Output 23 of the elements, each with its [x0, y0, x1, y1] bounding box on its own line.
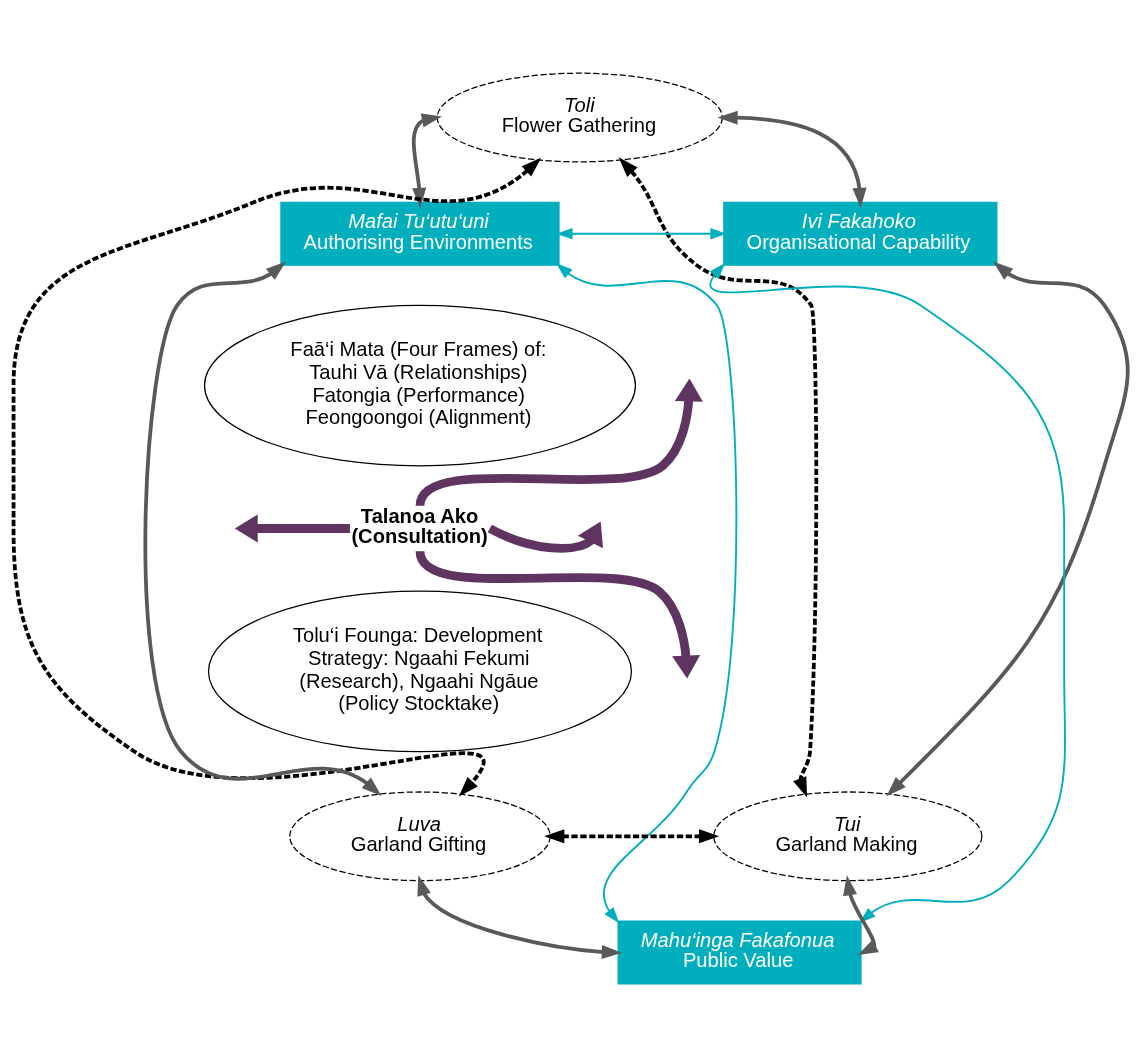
arrow [618, 156, 819, 798]
arrow [556, 227, 727, 239]
node-box: Mahu‘inga Fakafonua Public Value [617, 919, 862, 985]
node-box: Mafai Tu‘utu‘uni Authorising Environments [280, 201, 560, 266]
node-ellipse: Tolu‘i Founga: Development Strategy: Ngaahi Fekumi (Research), Ngaahi Ngāue (Policy Stocktake) [207, 590, 633, 752]
arrow [417, 874, 622, 959]
arrow [487, 521, 603, 553]
node-ellipse: Tui Garland Making [713, 790, 983, 881]
arrow [843, 874, 879, 955]
node-ellipse: Toli Flower Gathering [436, 72, 723, 162]
arrow [234, 513, 350, 543]
arrow [556, 262, 738, 923]
node-box: Ivi Fakahoko Organisational Capability [723, 201, 998, 266]
arrow [717, 110, 867, 208]
arrow [709, 262, 1066, 923]
arrow [544, 828, 720, 843]
node-ellipse: Luva Garland Gifting [289, 790, 551, 881]
node-ellipse: Faā‘i Mata (Four Frames) of: Tauhi Vā (Relationships) Fatongia (Performance) Feongoongoi (Alignment) [203, 304, 637, 466]
arrow [886, 261, 1130, 796]
arrow [411, 112, 442, 208]
node-text: Talanoa Ako (Consultation) [351, 504, 488, 547]
arrow [11, 157, 542, 796]
arrow [143, 261, 382, 796]
